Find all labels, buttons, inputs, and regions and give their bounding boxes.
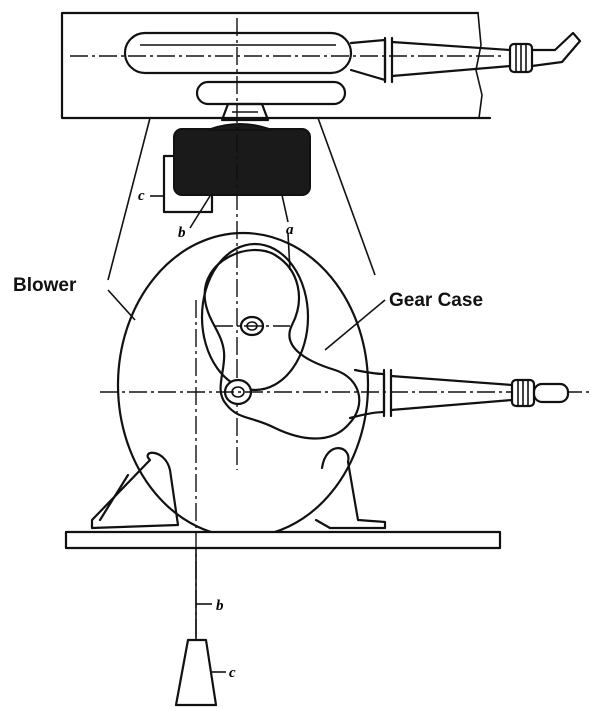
blower-leader-lower [107,289,136,321]
base-plate [64,530,502,550]
top-rotor-body [123,31,353,75]
left-foot [90,451,180,530]
label-gear-case: Gear Case [389,290,483,311]
top-pipe-taper [390,40,512,78]
top-shaft-coupling [220,102,270,122]
leader-lines [107,117,386,351]
label-c-top: c [138,188,145,204]
label-b-top: b [178,225,186,241]
top-housing-break [475,12,483,119]
a-leader-weight [281,194,289,223]
a-leader [287,233,291,271]
plumb-assembly [174,300,226,707]
weight-block [162,123,311,214]
gearcase-leader-upper [317,117,376,276]
gearcase-leader-lower [324,299,386,351]
right-foot [314,447,387,530]
top-gear-drum [195,80,347,106]
top-pipe [349,38,387,82]
rotor-lobe [203,248,361,440]
label-a-top: a [286,222,294,238]
plumb-bob [174,638,218,707]
top-view [60,11,582,122]
left-foot-inner [98,473,130,522]
bracket-c [162,154,214,214]
front-pipe-taper [389,374,514,412]
weight-top-cap [207,123,273,131]
label-blower: Blower [13,275,77,296]
b-leader [189,195,211,229]
gear-case-oval [200,242,310,392]
top-housing-outline [60,11,492,120]
front-pipe-tip [532,382,570,404]
label-b-bottom: b [216,598,224,614]
label-c-bottom: c [229,665,236,681]
black-weight [173,128,311,196]
blower-leader-upper [107,117,151,281]
front-view [64,231,590,550]
top-bent-nozzle [530,31,582,68]
